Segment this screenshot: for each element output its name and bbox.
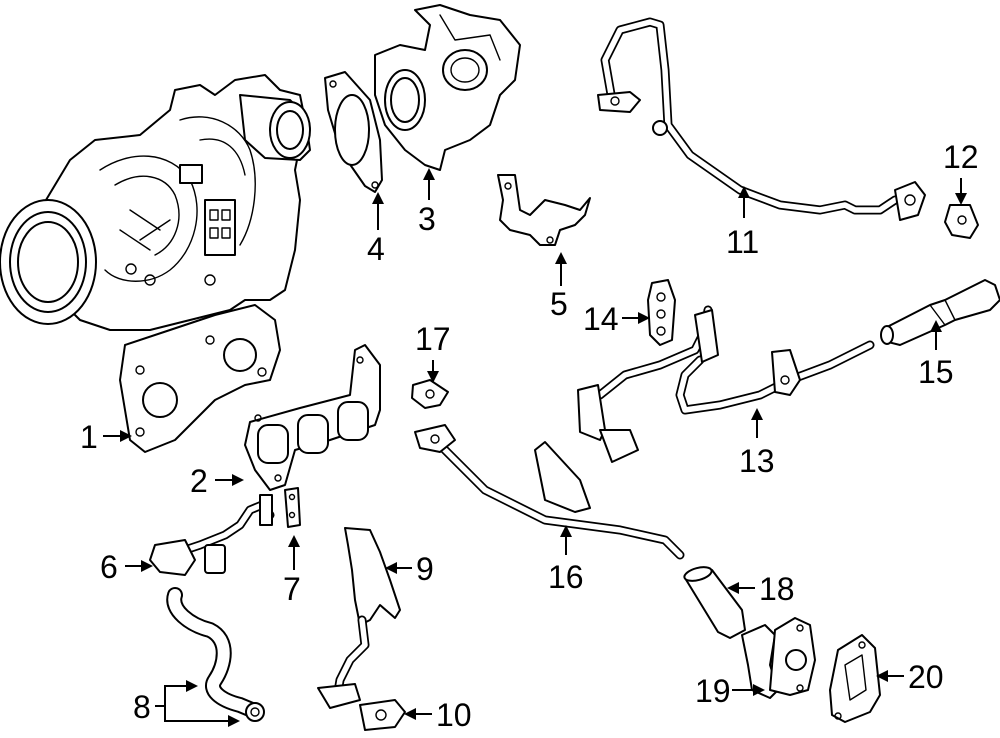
bracket-part bbox=[497, 174, 591, 246]
leader-lines bbox=[103, 168, 967, 727]
callout-17: 17 bbox=[415, 321, 451, 357]
callout-6: 6 bbox=[100, 549, 118, 585]
callout-20: 20 bbox=[908, 659, 944, 695]
callout-labels: 1 2 3 4 5 6 7 8 9 10 11 12 13 14 15 16 1… bbox=[80, 139, 979, 733]
gasket-17-part bbox=[411, 379, 449, 409]
callout-12: 12 bbox=[943, 139, 979, 175]
callout-1: 1 bbox=[80, 419, 98, 455]
washer-part bbox=[944, 204, 979, 239]
turbocharger-part bbox=[0, 74, 311, 453]
oil-feed-line-part bbox=[597, 17, 926, 221]
callout-18: 18 bbox=[759, 571, 795, 607]
oil-return-pipe-part bbox=[317, 527, 401, 709]
actuator-part bbox=[374, 4, 521, 171]
gasket-10-part bbox=[359, 699, 406, 731]
callout-7: 7 bbox=[283, 571, 301, 607]
callout-5: 5 bbox=[550, 286, 568, 322]
callout-4: 4 bbox=[367, 231, 385, 267]
coolant-pipe-part bbox=[149, 494, 275, 576]
intake-tube-part bbox=[880, 279, 1000, 346]
gasket-14-part bbox=[647, 279, 676, 346]
callout-11: 11 bbox=[726, 224, 759, 260]
water-outlet-part bbox=[741, 617, 816, 699]
manifold-gasket-part bbox=[244, 344, 381, 491]
hose-part bbox=[166, 587, 265, 722]
callout-16: 16 bbox=[548, 559, 584, 595]
small-bracket-part bbox=[284, 487, 301, 528]
callout-14: 14 bbox=[583, 301, 619, 337]
callout-19: 19 bbox=[695, 673, 731, 709]
hose-sleeve-part bbox=[683, 566, 746, 639]
callout-8: 8 bbox=[133, 689, 151, 725]
coolant-lines-part bbox=[577, 305, 875, 463]
callout-15: 15 bbox=[918, 354, 954, 390]
oil-drain-tube-part bbox=[414, 424, 685, 560]
heat-shield-part bbox=[829, 634, 881, 723]
callout-3: 3 bbox=[418, 201, 436, 237]
gasket-part bbox=[324, 71, 383, 193]
callout-10: 10 bbox=[436, 697, 472, 733]
callout-9: 9 bbox=[416, 551, 434, 587]
callout-2: 2 bbox=[190, 463, 208, 499]
callout-13: 13 bbox=[739, 443, 775, 479]
